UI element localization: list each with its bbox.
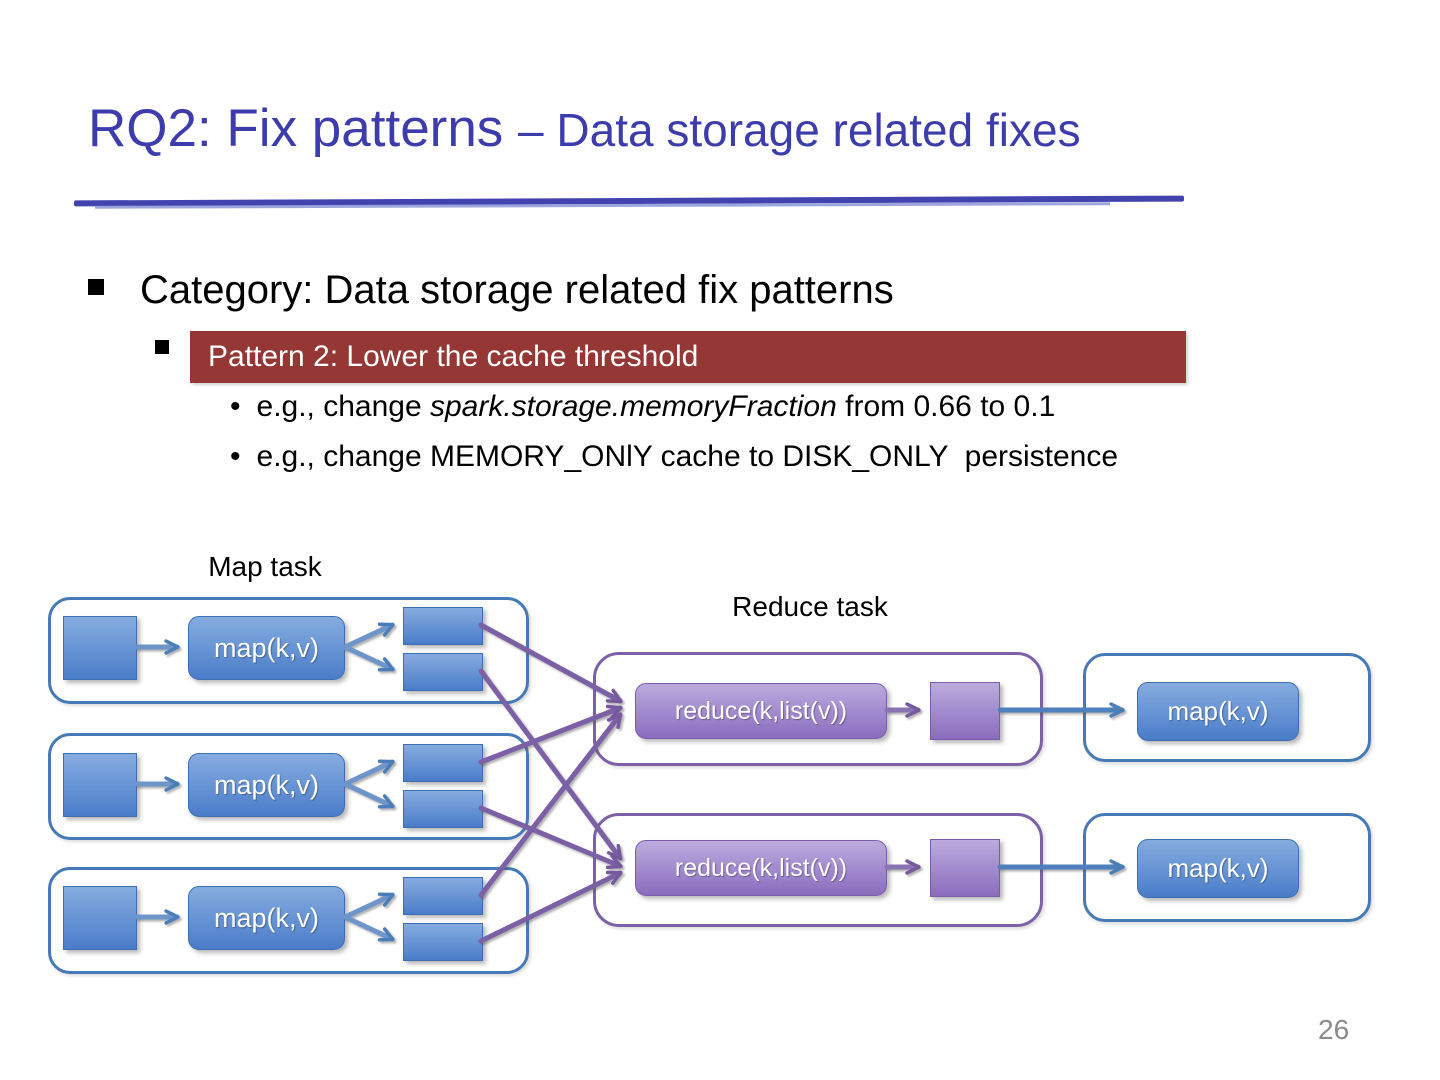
reduce-box-label: reduce(k,list(v)) (674, 696, 848, 725)
map-task-label: Map task (208, 551, 322, 582)
map-output-box (403, 653, 483, 691)
example-1-text: e.g., change spark.storage.memoryFractio… (257, 389, 1056, 425)
page-title-sub: – Data storage related fixes (518, 104, 1081, 156)
category-text: Category: Data storage related fix patte… (140, 268, 894, 312)
output-map-box: map(k,v) (1137, 682, 1299, 741)
input-split-box (63, 616, 137, 680)
dot-bullet-icon: • (230, 440, 241, 473)
page-title: RQ2: Fix patterns – Data storage related… (88, 99, 1081, 158)
square-bullet-icon (88, 279, 104, 295)
dot-bullet-icon: • (230, 390, 241, 423)
example-1-config-key: spark.storage.memoryFraction (429, 390, 837, 423)
pattern-banner-text: Pattern 2: Lower the cache threshold (208, 340, 699, 373)
input-split-box (63, 753, 137, 817)
example-1-suffix: from 0.66 to 0.1 (836, 390, 1056, 423)
map-box: map(k,v) (188, 753, 345, 817)
reduce-box-label: reduce(k,list(v)) (674, 853, 848, 882)
category-bullet-row: Category: Data storage related fix patte… (88, 268, 894, 313)
reduce-output-box (930, 839, 1000, 897)
map-output-box (403, 607, 483, 645)
square-bullet-icon (155, 340, 169, 354)
map-box-label: map(k,v) (213, 769, 319, 800)
map-box-label: map(k,v) (1167, 853, 1269, 883)
map-output-box (403, 744, 483, 782)
map-output-box (403, 923, 483, 961)
reduce-box: reduce(k,list(v)) (635, 840, 887, 896)
reduce-output-box (930, 682, 1000, 740)
pattern-banner: Pattern 2: Lower the cache threshold (190, 331, 1186, 383)
page-number: 26 (1318, 1014, 1350, 1045)
example-2-text: e.g., change MEMORY_ONlY cache to DISK_O… (256, 440, 1119, 473)
output-map-box: map(k,v) (1137, 839, 1299, 898)
input-split-box (63, 886, 137, 950)
page-title-main: RQ2: Fix patterns (88, 99, 519, 158)
example-bullet-2: • e.g., change MEMORY_ONlY cache to DISK… (230, 439, 1118, 475)
reduce-box: reduce(k,list(v)) (635, 683, 887, 739)
map-output-box (403, 877, 483, 915)
map-output-box (403, 790, 483, 828)
example-bullet-1: • e.g., change spark.storage.memoryFract… (230, 389, 1055, 425)
map-box-label: map(k,v) (213, 632, 319, 663)
map-box: map(k,v) (188, 616, 345, 680)
example-1-prefix: e.g., change (256, 390, 430, 423)
reduce-task-label: Reduce task (732, 591, 888, 622)
map-box: map(k,v) (188, 886, 345, 950)
map-box-label: map(k,v) (1167, 696, 1269, 726)
map-box-label: map(k,v) (213, 902, 319, 933)
